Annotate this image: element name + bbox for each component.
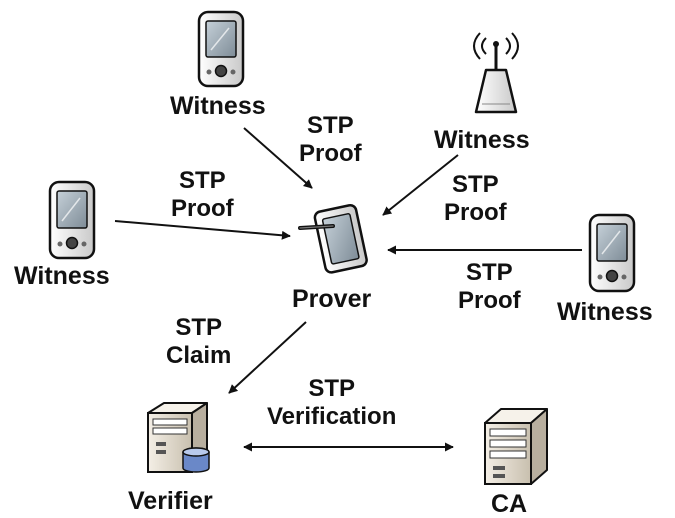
- edge-label-verification-line1: STP: [308, 375, 356, 402]
- edge-label-claim-line2: Claim: [166, 342, 232, 369]
- server-icon-verifier: [147, 402, 210, 473]
- edge-label-proof-left: STP Proof: [171, 167, 234, 223]
- edge-label-proof-top-line2: Proof: [299, 140, 362, 167]
- prover-label: Prover: [292, 285, 372, 313]
- edge-label-proof-right-line2: Proof: [458, 287, 521, 314]
- antenna-icon: [473, 32, 519, 114]
- tablet-stylus-icon: [298, 203, 368, 274]
- edge-label-proof-right-line1: STP: [465, 259, 513, 286]
- edge-label-claim-line1: STP: [175, 314, 223, 341]
- arrow-witness-antenna-to-prover: [382, 154, 459, 216]
- server-icon-ca: [484, 408, 548, 485]
- edge-label-claim: STP Claim: [166, 314, 231, 370]
- pda-icon-top: [197, 10, 245, 88]
- edge-label-verification-line2: Verification: [267, 403, 397, 430]
- witness-label-right: Witness: [557, 298, 653, 326]
- edge-label-verification: STP Verification: [267, 375, 396, 431]
- arrow-prover-to-verifier: [228, 321, 307, 394]
- pda-icon-right: [588, 213, 636, 293]
- edge-label-proof-left-line2: Proof: [171, 195, 234, 222]
- verifier-label: Verifier: [128, 487, 213, 515]
- witness-label-top: Witness: [170, 92, 266, 120]
- edge-label-proof-top: STP Proof: [299, 112, 362, 168]
- arrow-witness-top-to-prover: [243, 127, 313, 189]
- arrow-witness-left-to-prover: [114, 220, 291, 240]
- edge-label-proof-antenna: STP Proof: [444, 171, 507, 227]
- ca-label: CA: [491, 490, 528, 518]
- edge-label-proof-antenna-line1: STP: [451, 171, 499, 198]
- witness-label-left: Witness: [14, 262, 110, 290]
- witness-label-antenna: Witness: [434, 126, 530, 154]
- edge-label-proof-left-line1: STP: [178, 167, 226, 194]
- edge-label-proof-top-line1: STP: [306, 112, 354, 139]
- edge-label-proof-right: STP Proof: [458, 259, 521, 315]
- edge-label-proof-antenna-line2: Proof: [444, 199, 507, 226]
- pda-icon-left: [48, 180, 96, 260]
